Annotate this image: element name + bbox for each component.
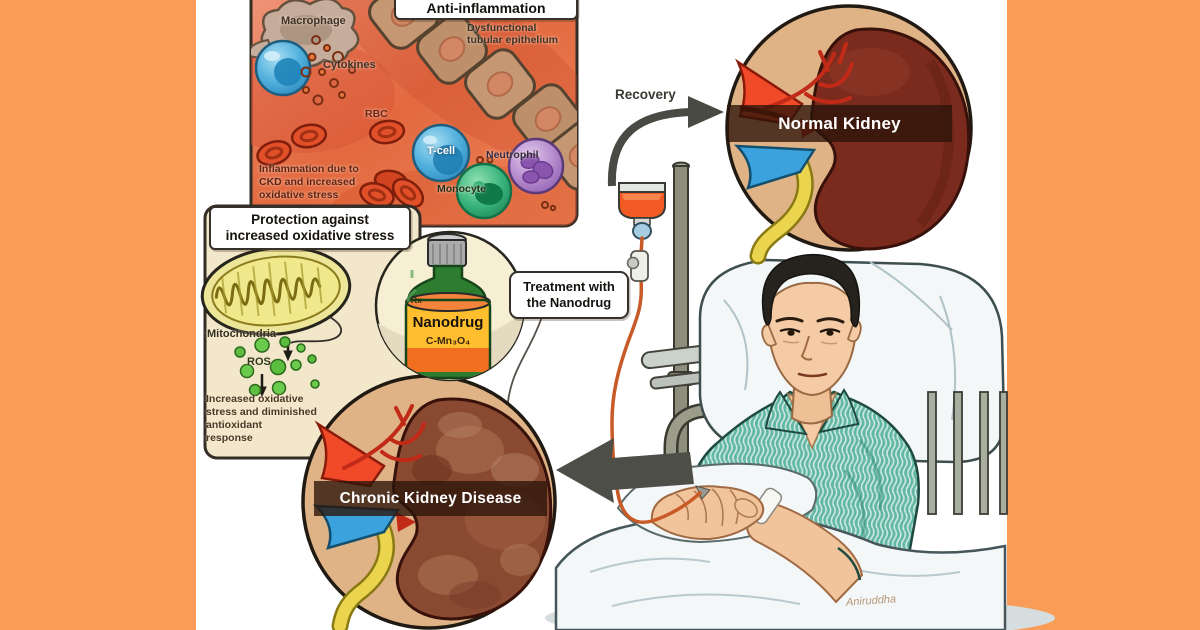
ckd-ureter [334,516,393,630]
recovery-arrow [607,96,724,187]
epithelium-label: Dysfunctional tubular epithelium [467,22,559,47]
left-ear [761,322,778,347]
t-cell [411,123,471,183]
rbc-cells [256,119,425,209]
mitochondria-illustration [200,246,352,336]
rx-label: Rx [411,295,422,305]
mitochondria-label: Mitochondria [207,328,277,340]
recovery-label: Recovery [615,87,676,102]
right-orange-bar [1007,0,1200,630]
ros-label: ROS [247,356,271,368]
collar-right [818,388,860,434]
normal-kidney-band: Normal Kidney [727,105,952,142]
left-orange-bar [0,0,196,630]
anti-inflammation-title-box: Anti-inflammation [394,0,578,20]
hair [761,253,861,328]
cytokine-secreting-cell [254,39,312,97]
eyelids [779,328,841,333]
ureter [752,156,812,262]
oxidative-stress-caption: Increased oxidative stress and diminishe… [206,393,317,445]
cytokines-label: Cytokines [323,59,376,71]
t-cell-label: T-cell [426,145,456,157]
forearm [746,496,864,604]
protection-title-box: Protection against increased oxidative s… [209,206,411,250]
neutrophil-label: Neutrophil [486,149,539,161]
anti-inflammation-title: Anti-inflammation [426,0,546,16]
hospital-scene [545,161,1055,630]
patient-head [761,253,862,397]
ckd-artery-branches [342,404,426,470]
rbc-label: RBC [365,108,388,120]
artery-branches [764,42,854,110]
ckd-band: Chronic Kidney Disease [314,481,547,516]
nanodrug-name: Nanodrug [412,314,484,331]
kidney-mottling [412,412,545,609]
renal-vein [733,144,817,190]
inflammation-caption: Inflammation due to CKD and increased ox… [259,163,359,201]
ckd-label: Chronic Kidney Disease [339,489,522,507]
neutrophil-cell [507,137,565,195]
nanodrug-formula: C-Mn₃O₄ [425,335,471,347]
nanodrug-circle [374,230,526,382]
monocyte-label: Monocyte [437,183,487,195]
cytokines-dots [300,35,557,212]
bed-side-rails [927,391,1008,515]
iv-bottle-top [618,182,666,193]
ros-dots [234,336,320,397]
treatment-label-box: Treatment with the Nanodrug [509,271,629,319]
monocyte-cell [455,162,513,220]
normal-kidney-label: Normal Kidney [778,113,901,133]
macrophage-label: Macrophage [281,15,346,27]
eyebrows [775,317,845,324]
collar-left [764,390,808,436]
mitochondria-leader-line [290,315,342,344]
disease-arrow [556,438,694,503]
iv-drip [610,182,702,524]
nose [800,335,813,361]
nanodrug-bottle [404,233,492,380]
mouth [797,372,828,378]
